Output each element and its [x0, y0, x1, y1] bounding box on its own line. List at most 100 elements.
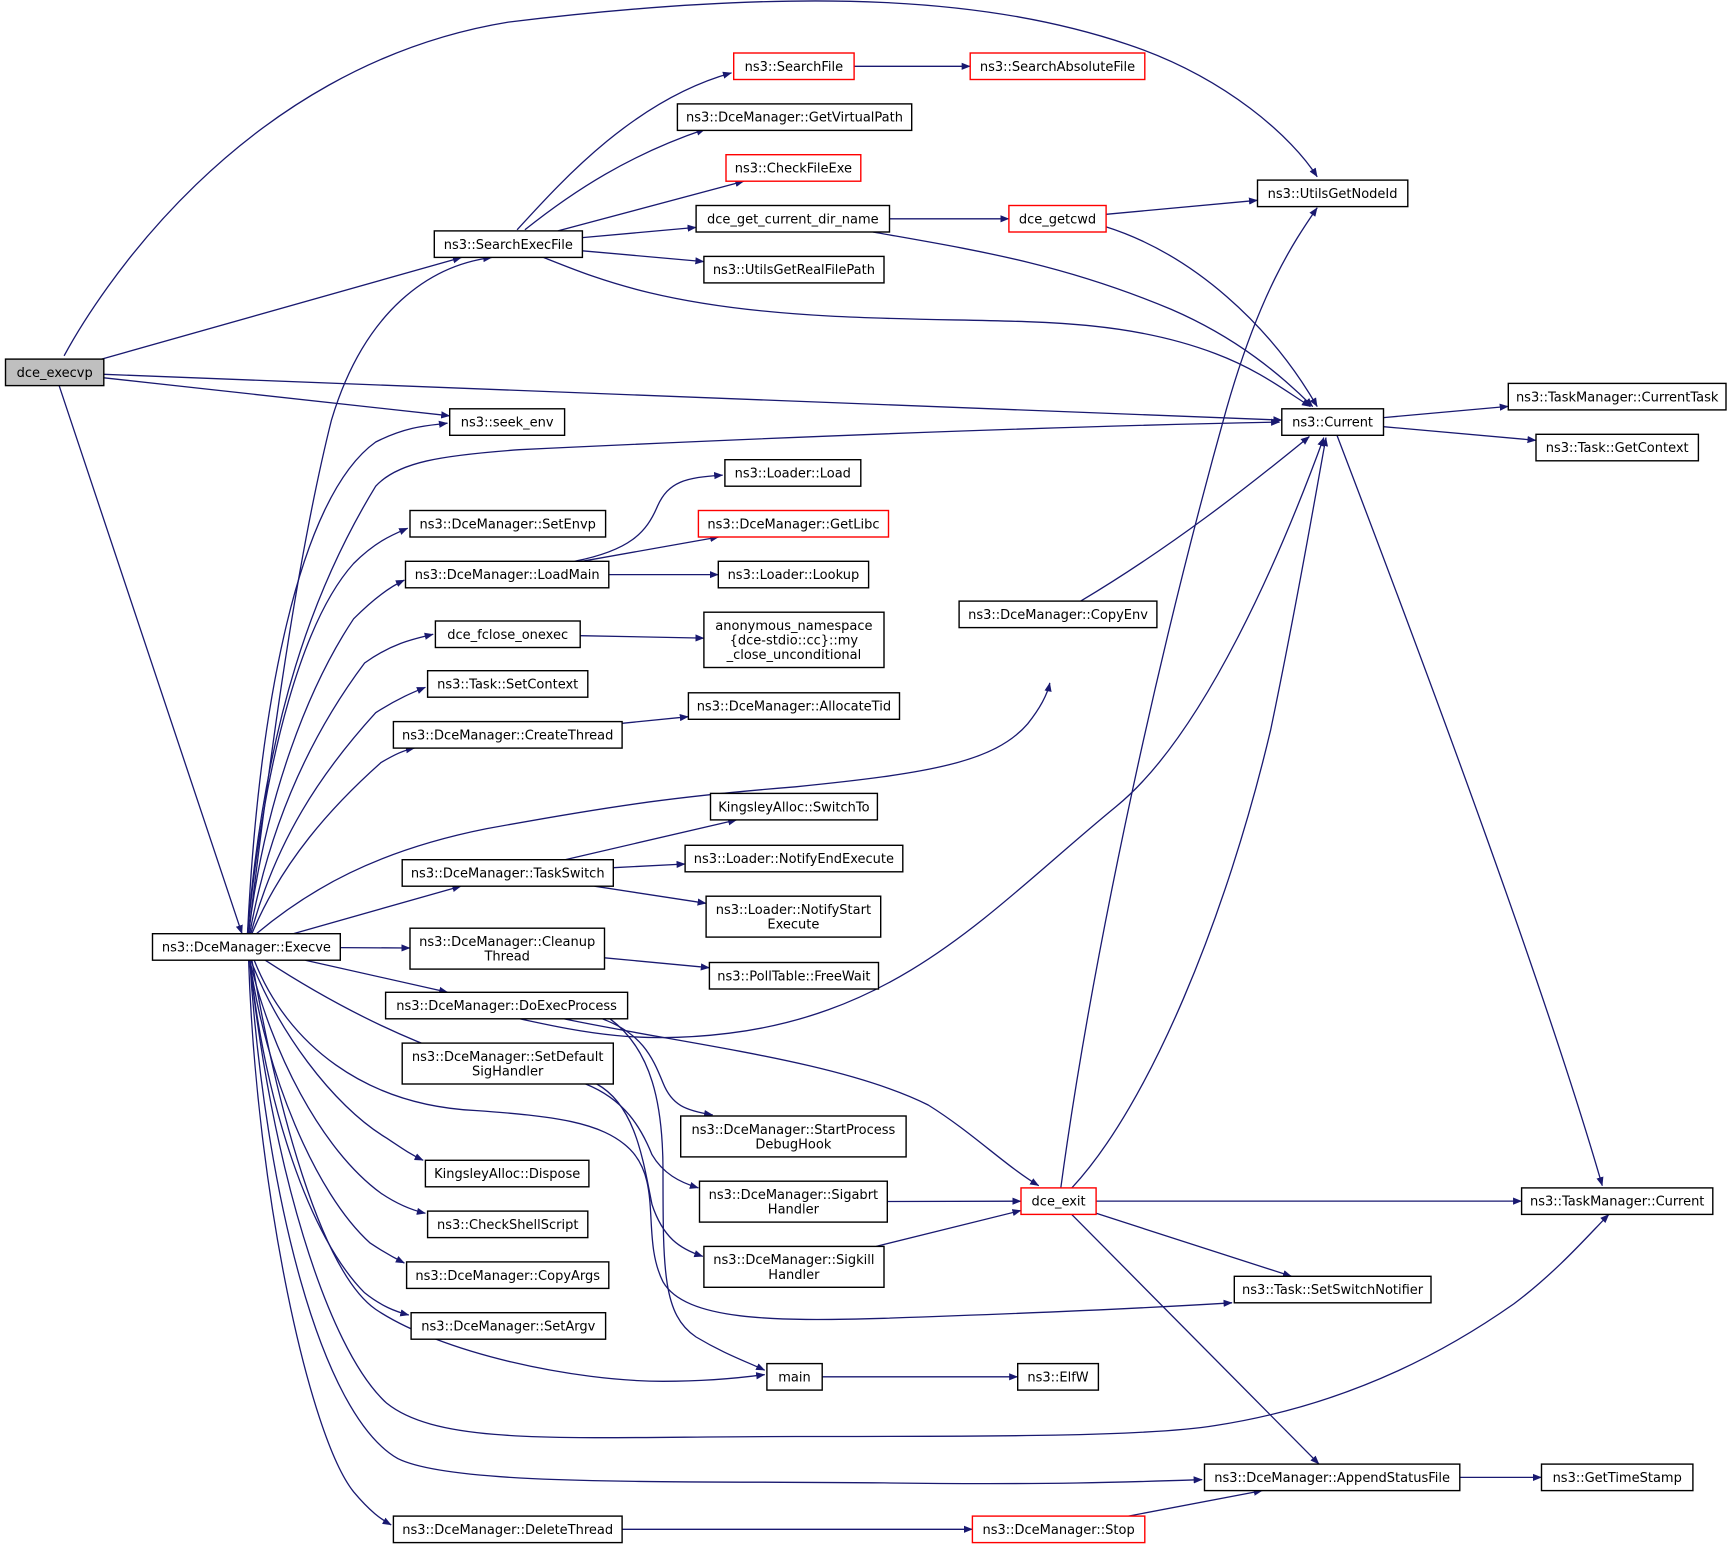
node-set-argv[interactable]: ns3::DceManager::SetArgv [410, 1311, 607, 1340]
node-label: ns3::DceManager::GetVirtualPath [686, 111, 903, 126]
edge-dce-execvp-to-utils-get-node-id [63, 0, 1318, 357]
edge-do-exec-process-to-start-process-debug-hook [601, 1018, 714, 1118]
node-box [1008, 204, 1107, 233]
node-set-envp[interactable]: ns3::DceManager::SetEnvp [409, 509, 607, 538]
edge-execve-to-check-shell-script [249, 960, 426, 1215]
node-loader-lookup[interactable]: ns3::Loader::Lookup [717, 560, 870, 589]
node-box [392, 720, 623, 749]
edge-dce-exit-to-task-set-switch-notifier [1096, 1212, 1292, 1278]
edge-dce-manager-stop-to-append-status-file [1128, 1488, 1263, 1517]
node-get-libc[interactable]: ns3::DceManager::GetLibc [697, 509, 890, 538]
node-main[interactable]: main [766, 1362, 823, 1391]
node-copy-args[interactable]: ns3::DceManager::CopyArgs [405, 1261, 610, 1290]
node-label: ns3::DceManager::TaskSwitch [411, 867, 605, 882]
node-elfw[interactable]: ns3::ElfW [1017, 1362, 1100, 1391]
node-task-manager-current[interactable]: ns3::TaskManager::Current [1520, 1187, 1714, 1216]
edge-dce-exit-to-current [1071, 437, 1328, 1189]
edge-current-to-task-manager-current [1336, 435, 1604, 1187]
node-append-status-file[interactable]: ns3::DceManager::AppendStatusFile [1203, 1463, 1461, 1492]
node-label: ns3::DceManager::Sigabrt [709, 1188, 879, 1203]
node-current[interactable]: ns3::Current [1281, 408, 1385, 436]
node-dce-exit[interactable]: dce_exit [1020, 1187, 1097, 1216]
node-get-time-stamp[interactable]: ns3::GetTimeStamp [1540, 1463, 1694, 1492]
node-box [958, 600, 1158, 629]
node-label: ns3::DceManager::LoadMain [415, 568, 600, 583]
node-label: ns3::CheckShellScript [437, 1218, 578, 1233]
node-box [709, 792, 879, 821]
node-label: {dce-stdio::cc}::my [730, 633, 859, 648]
node-copy-env[interactable]: ns3::DceManager::CopyEnv [958, 600, 1158, 629]
node-notify-end-execute[interactable]: ns3::Loader::NotifyEndExecute [684, 844, 904, 873]
node-box [392, 1515, 623, 1544]
node-search-exec-file[interactable]: ns3::SearchExecFile [433, 230, 584, 259]
node-label: ns3::Loader::NotifyStart [716, 903, 871, 918]
edge-execve-to-copy-args [249, 960, 405, 1264]
node-kingsley-switch-to[interactable]: KingsleyAlloc::SwitchTo [709, 792, 879, 821]
node-label: ns3::SearchAbsoluteFile [980, 60, 1135, 75]
node-box [384, 991, 629, 1020]
node-label: ns3::DceManager::Execve [162, 941, 331, 956]
node-get-virtual-path[interactable]: ns3::DceManager::GetVirtualPath [676, 103, 913, 132]
node-label: ns3::ElfW [1027, 1370, 1088, 1385]
node-kingsley-dispose[interactable]: KingsleyAlloc::Dispose [424, 1159, 590, 1188]
node-seek-env[interactable]: ns3::seek_env [449, 408, 566, 436]
edge-set-default-sig-handler-to-sigabrt-handler [585, 1083, 699, 1189]
node-load-main[interactable]: ns3::DceManager::LoadMain [404, 560, 610, 589]
node-task-set-switch-notifier[interactable]: ns3::Task::SetSwitchNotifier [1233, 1275, 1432, 1304]
node-label: ns3::DceManager::StartProcess [692, 1123, 896, 1138]
node-box [1540, 1463, 1694, 1492]
node-task-manager-current-task[interactable]: ns3::TaskManager::CurrentTask [1507, 382, 1727, 411]
edge-dce-getcwd-to-utils-get-node-id [1106, 197, 1258, 215]
node-label: Execute [767, 918, 819, 933]
node-allocate-tid[interactable]: ns3::DceManager::AllocateTid [687, 692, 901, 720]
edge-dce-execvp-to-execve [58, 385, 243, 935]
node-label: main [778, 1370, 810, 1385]
node-poll-table-free-wait[interactable]: ns3::PollTable::FreeWait [708, 961, 880, 990]
node-label: ns3::UtilsGetRealFilePath [713, 263, 875, 278]
node-dce-get-current-dir-name[interactable]: dce_get_current_dir_name [695, 204, 891, 233]
node-task-get-context[interactable]: ns3::Task::GetContext [1535, 433, 1700, 462]
node-my-close-unconditional[interactable]: anonymous_namespace{dce-stdio::cc}::my_c… [703, 611, 885, 669]
node-box [724, 459, 862, 487]
node-label: Handler [768, 1268, 820, 1283]
node-execve[interactable]: ns3::DceManager::Execve [151, 933, 342, 961]
node-label: ns3::DceManager::CopyEnv [968, 608, 1148, 623]
edge-execve-to-seek-env [246, 420, 448, 934]
node-box [708, 961, 880, 990]
node-dce-manager-stop[interactable]: ns3::DceManager::Stop [971, 1515, 1146, 1544]
node-dce-getcwd[interactable]: dce_getcwd [1008, 204, 1107, 233]
node-dce-execvp[interactable]: dce_execvp [4, 358, 105, 387]
edge-execve-to-set-envp [246, 527, 409, 934]
edge-dce-getcwd-to-current [1104, 225, 1318, 407]
node-label: ns3::seek_env [461, 416, 554, 431]
node-label: ns3::Task::GetContext [1546, 441, 1689, 456]
node-delete-thread[interactable]: ns3::DceManager::DeleteThread [392, 1515, 623, 1544]
edge-execve-to-create-thread [251, 746, 415, 934]
node-dce-fclose-onexec[interactable]: dce_fclose_onexec [434, 620, 581, 649]
edge-search-exec-file-to-utils-get-real-file-path [582, 250, 705, 265]
node-utils-get-node-id[interactable]: ns3::UtilsGetNodeId [1256, 179, 1409, 208]
node-loader-load[interactable]: ns3::Loader::Load [724, 459, 862, 487]
node-utils-get-real-file-path[interactable]: ns3::UtilsGetRealFilePath [703, 255, 885, 284]
node-check-shell-script[interactable]: ns3::CheckShellScript [426, 1210, 589, 1239]
node-box [409, 927, 606, 970]
edge-execve-to-dce-fclose-onexec [249, 632, 434, 934]
edge-execve-to-do-exec-process [305, 959, 449, 994]
node-search-file[interactable]: ns3::SearchFile [733, 52, 855, 81]
node-task-switch[interactable]: ns3::DceManager::TaskSwitch [401, 859, 615, 887]
edge-create-thread-to-allocate-tid [622, 713, 689, 724]
node-label: ns3::TaskManager::CurrentTask [1516, 390, 1719, 405]
node-create-thread[interactable]: ns3::DceManager::CreateThread [392, 720, 623, 749]
node-check-file-exe[interactable]: ns3::CheckFileExe [725, 153, 862, 182]
node-task-set-context[interactable]: ns3::Task::SetContext [426, 670, 589, 698]
node-box [725, 153, 862, 182]
node-do-exec-process[interactable]: ns3::DceManager::DoExecProcess [384, 991, 629, 1020]
node-search-absolute-file[interactable]: ns3::SearchAbsoluteFile [969, 52, 1146, 81]
node-box [703, 255, 885, 284]
